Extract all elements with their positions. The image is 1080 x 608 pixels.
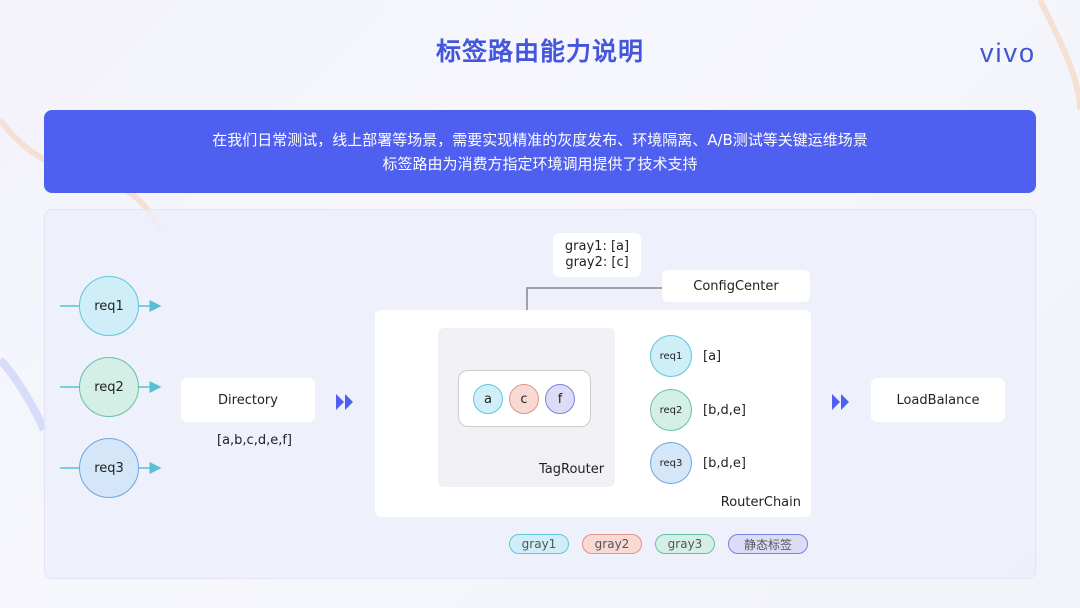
legend-gray3: gray3 [655,534,715,554]
router-chain-label: RouterChain [720,495,801,510]
legend-gray2: gray2 [582,534,642,554]
result-circle-req1: req1 [650,335,692,377]
banner-line-1: 在我们日常测试，线上部署等场景，需要实现精准的灰度发布、环境隔离、A/B测试等关… [212,130,868,149]
result-value-req2: [b,d,e] [703,403,746,418]
config-note-line-1: gray1: [a] [564,239,630,254]
flow-arrow-icon [832,394,849,410]
tag-circle-a: a [473,384,503,414]
request-circle-req3: req3 [79,438,139,498]
legend-static-tag: 静态标签 [728,534,808,554]
request-circle-req1: req1 [79,276,139,336]
config-note-line-2: gray2: [c] [565,255,629,270]
flow-arrow-icon [336,394,353,410]
result-value-req3: [b,d,e] [703,456,746,471]
page-title: 标签路由能力说明 [435,37,644,66]
intro-banner: 在我们日常测试，线上部署等场景，需要实现精准的灰度发布、环境隔离、A/B测试等关… [44,110,1036,193]
config-note: gray1: [a] gray2: [c] [553,233,641,277]
result-value-req1: [a] [703,349,722,364]
request-circle-req2: req2 [79,357,139,417]
vivo-logo: vivo [979,38,1036,68]
tag-circle-f: f [545,384,575,414]
result-circle-req3: req3 [650,442,692,484]
tag-circle-c: c [509,384,539,414]
directory-box: Directory [181,378,315,422]
legend-gray1: gray1 [509,534,569,554]
config-center-box: ConfigCenter [662,270,810,302]
banner-line-2: 标签路由为消费方指定环境调用提供了技术支持 [382,154,698,173]
result-circle-req2: req2 [650,389,692,431]
tag-router-label: TagRouter [539,462,605,477]
load-balance-box: LoadBalance [871,378,1005,422]
directory-list: [a,b,c,d,e,f] [217,433,292,448]
